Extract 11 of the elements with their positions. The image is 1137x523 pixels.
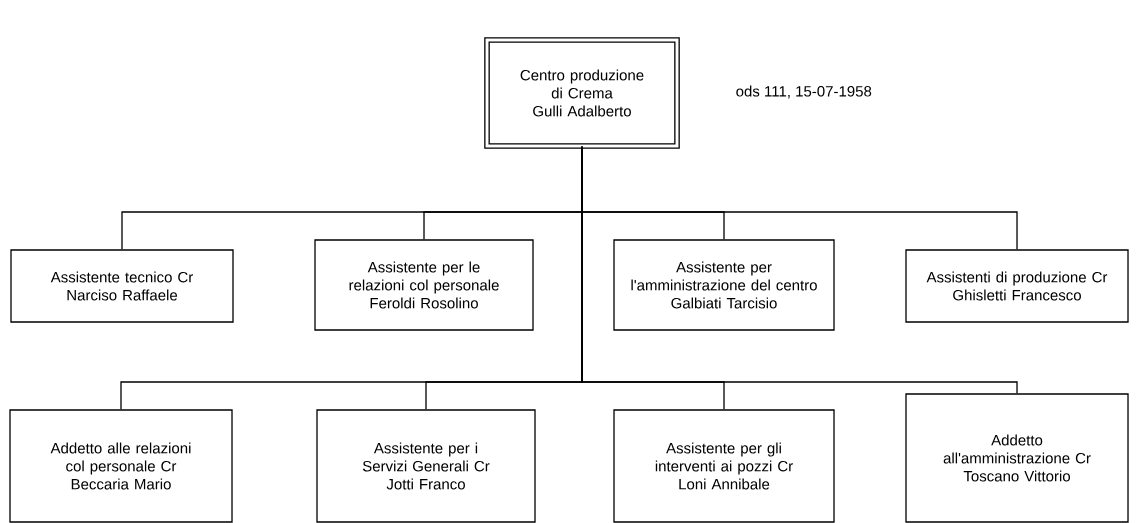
org-box: Assistente per l'amministrazione del centro Galbiati Tarcisio	[613, 239, 835, 331]
org-box: Assistente per i Servizi Generali Cr Jotti Franco	[316, 409, 536, 523]
org-box: Assistente per gli interventi ai pozzi Cr Loni Annibale	[613, 409, 835, 523]
head-box: Centro produzione di Crema Gulli Adalberto	[484, 37, 680, 149]
org-box: Assistente tecnico Cr Narciso Raffaele	[10, 249, 234, 323]
connector-line	[581, 146, 1018, 394]
org-box: Assistenti di produzione Cr Ghisletti Francesco	[905, 249, 1129, 323]
note-text: ods 111, 15-07-1958	[736, 85, 872, 99]
org-box: Addetto alle relazioni col personale Cr Beccaria Mario	[9, 409, 233, 523]
org-box: Addetto all'amministrazione Cr Toscano Vittorio	[905, 393, 1129, 523]
org-box: Assistente per le relazioni col personale Feroldi Rosolino	[314, 239, 534, 331]
